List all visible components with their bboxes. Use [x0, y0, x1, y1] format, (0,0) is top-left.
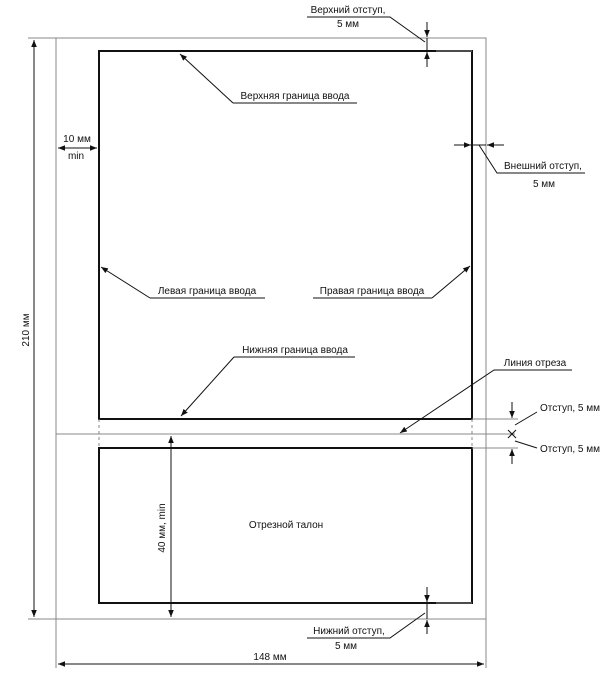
offset-lower-leader	[514, 440, 538, 449]
bottom-margin-label-line1: Нижний отступ,	[313, 626, 385, 637]
outer-margin-label-line1: Внешний отступ,	[504, 161, 582, 172]
offset-lower-label: Отступ, 5 мм	[540, 444, 600, 455]
stub-height-label: 40 мм, min	[157, 503, 168, 552]
outer-margin-leader	[478, 144, 585, 174]
offset-mid-tick-b	[507, 429, 517, 439]
cut-line-label: Линия отреза	[504, 358, 567, 369]
tear-off-stub-label: Отрезной талон	[249, 520, 323, 531]
page-height-label: 210 мм	[21, 313, 32, 346]
lower-border-pointer	[180, 356, 235, 417]
offset-upper-label: Отступ, 5 мм	[540, 403, 600, 414]
offset-upper-leader	[514, 411, 538, 426]
input-area	[98, 50, 473, 420]
left-input-border-label: Левая граница ввода	[158, 286, 257, 297]
outer-margin-label-line2: 5 мм	[533, 179, 555, 190]
upper-input-border-label: Верхняя граница ввода	[240, 91, 349, 102]
bottom-margin-label-line2: 5 мм	[335, 641, 357, 652]
upper-border-pointer	[179, 53, 234, 104]
left-border-pointer	[100, 266, 151, 299]
cut-line-leader	[399, 369, 572, 434]
bottom-margin-leader	[307, 612, 426, 639]
page-outline	[55, 37, 487, 620]
top-margin-leader	[307, 16, 426, 43]
top-margin-label-line2: 5 мм	[337, 19, 359, 30]
top-margin-label-line1: Верхний отступ,	[311, 5, 386, 16]
left-margin-label-line1: 10 мм	[63, 134, 91, 145]
stub-area	[98, 447, 473, 604]
page-width-label: 148 мм	[253, 652, 286, 663]
lower-input-border-label: Нижняя граница ввода	[242, 345, 348, 356]
left-margin-label-line2: min	[68, 151, 84, 162]
right-input-border-label: Правая граница ввода	[320, 286, 425, 297]
right-border-pointer	[431, 265, 471, 299]
